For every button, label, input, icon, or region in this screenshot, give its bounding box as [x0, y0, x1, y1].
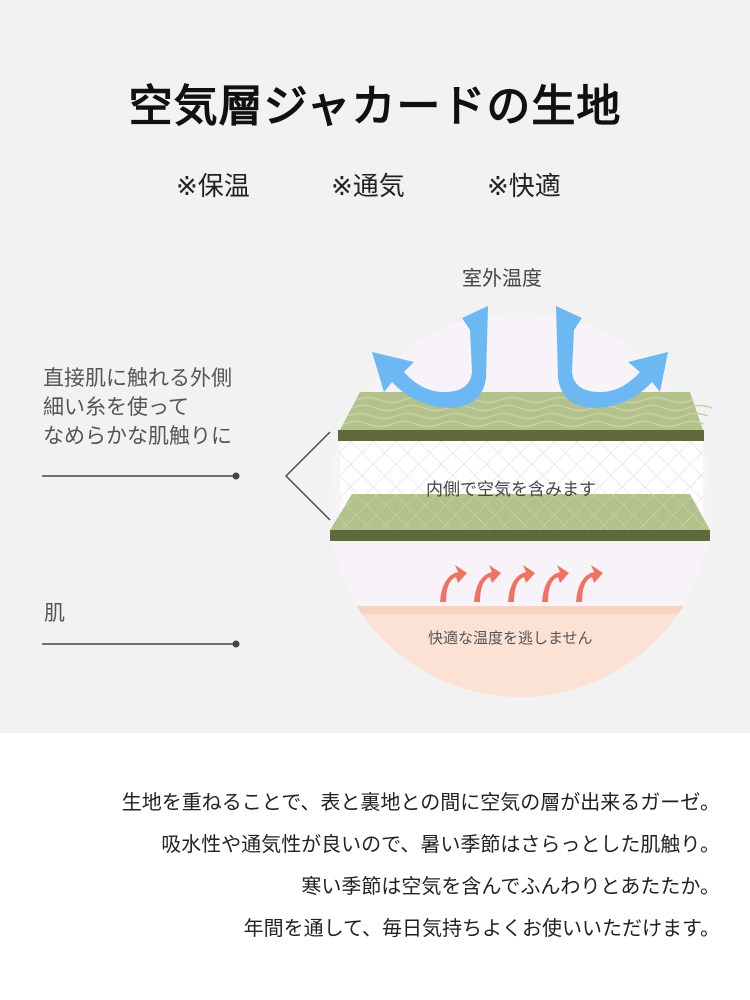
callout-dot	[232, 640, 240, 648]
description-line: 寒い季節は空気を含んでふんわりとあたたか。	[301, 874, 720, 898]
outer-side-description: 直接肌に触れる外側 細い糸を使って なめらかな肌触りに	[43, 364, 232, 451]
air-arrow-right	[556, 306, 668, 408]
outer-side-line: なめらかな肌触りに	[43, 424, 232, 448]
outside-temperature-label: 室外温度	[462, 266, 542, 290]
page-title: 空気層ジャカードの生地	[128, 81, 622, 132]
callout-lines	[42, 431, 331, 645]
description-line: 吸水性や通気性が良いので、暑い季節はさらっとした肌触り。	[161, 832, 720, 856]
feature-list: ※保温 ※通気 ※快適	[0, 166, 750, 206]
inner-layer-label: 内側で空気を含みます	[426, 480, 596, 500]
feature-comfort: ※快適	[487, 172, 561, 202]
feature-breathability: ※通気	[331, 172, 405, 202]
warm-air-arrows	[440, 565, 603, 602]
description-line: 生地を重ねることで、表と裏地との間に空気の層が出来るガーゼ。	[121, 790, 720, 814]
outer-side-line: 細い糸を使って	[43, 395, 189, 419]
description-line: 年間を通して、毎日気持ちよくお使いいただけます。	[243, 916, 720, 940]
comfort-label: 快適な温度を逃しません	[428, 629, 593, 647]
warm-arrow	[576, 565, 603, 602]
description-text: 生地を重ねることで、表と裏地との間に空気の層が出来るガーゼ。 吸水性や通気性が良…	[20, 792, 720, 960]
lining-fabric-edge	[330, 530, 710, 541]
outer-fabric-edge	[338, 430, 704, 441]
feature-warmth: ※保温	[176, 172, 250, 202]
air-arrow-left	[372, 306, 488, 408]
warm-arrow	[474, 565, 501, 602]
skin-layer	[330, 606, 710, 697]
warm-arrow	[542, 565, 569, 602]
callout-dot	[232, 472, 240, 480]
warm-arrow	[440, 565, 467, 602]
outer-side-line: 直接肌に触れる外側	[43, 366, 232, 390]
outside-air-arrows	[372, 306, 668, 408]
skin-label: 肌	[44, 601, 65, 625]
warm-arrow	[508, 565, 535, 602]
